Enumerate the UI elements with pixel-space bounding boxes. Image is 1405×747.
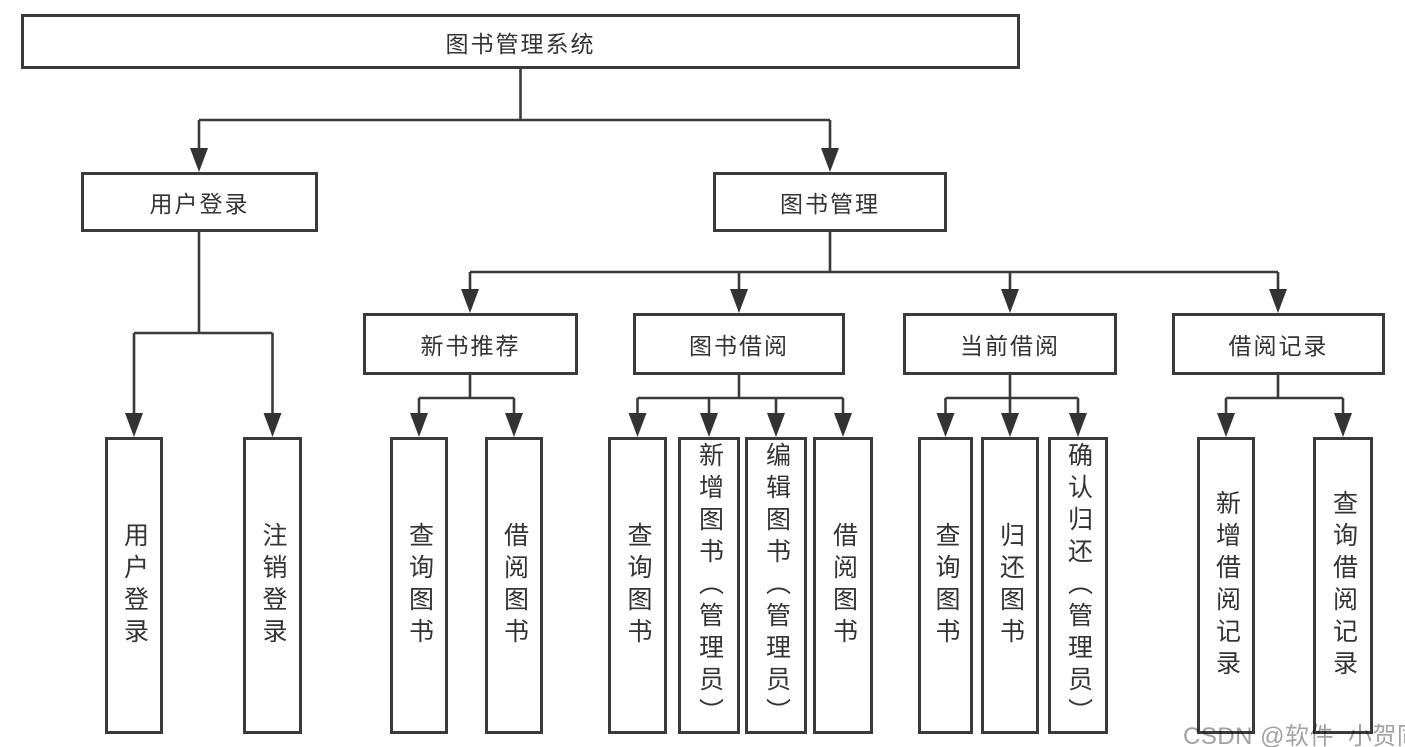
node-borrow-record: 借阅记录 bbox=[1172, 313, 1385, 375]
node-book-borrow: 图书借阅 bbox=[633, 313, 845, 375]
node-label: 编辑图书（管理员） bbox=[762, 441, 791, 730]
node-library-management-system: 图书管理系统 bbox=[21, 14, 1020, 69]
node-label: 借阅图书 bbox=[500, 521, 529, 650]
leaf-query-borrow-record: 查询借阅记录 bbox=[1313, 437, 1373, 734]
leaf-add-books-admin: 新增图书（管理员） bbox=[678, 437, 740, 734]
node-label: 查询图书 bbox=[405, 521, 434, 650]
leaf-query-books-newbook: 查询图书 bbox=[390, 437, 448, 734]
node-label: 确认归还（管理员） bbox=[1064, 441, 1093, 730]
leaf-logout: 注销登录 bbox=[243, 437, 302, 734]
node-label: 查询图书 bbox=[624, 521, 652, 650]
leaf-user-login: 用户登录 bbox=[105, 437, 163, 734]
leaf-return-books: 归还图书 bbox=[981, 437, 1039, 734]
node-label: 图书借阅 bbox=[689, 333, 789, 359]
node-current-borrow: 当前借阅 bbox=[903, 313, 1117, 375]
leaf-edit-books-admin: 编辑图书（管理员） bbox=[745, 437, 807, 734]
leaf-query-books-borrow: 查询图书 bbox=[608, 437, 667, 734]
leaf-borrow-books: 借阅图书 bbox=[813, 437, 873, 734]
node-label: 新增图书（管理员） bbox=[695, 441, 724, 730]
node-new-book-recommend: 新书推荐 bbox=[363, 313, 578, 375]
node-label: 当前借阅 bbox=[960, 333, 1060, 359]
node-user-login: 用户登录 bbox=[81, 172, 318, 232]
node-label: 新增借阅记录 bbox=[1212, 489, 1241, 682]
node-label: 用户登录 bbox=[149, 191, 250, 217]
node-label: 查询图书 bbox=[932, 521, 960, 650]
node-label: 借阅记录 bbox=[1228, 333, 1329, 359]
node-label: 用户登录 bbox=[120, 521, 149, 650]
leaf-borrow-books-newbook: 借阅图书 bbox=[485, 437, 543, 734]
leaf-add-borrow-record: 新增借阅记录 bbox=[1197, 437, 1255, 734]
csdn-watermark: CSDN @软件_小贺同学 bbox=[1183, 723, 1405, 747]
node-label: 注销登录 bbox=[259, 521, 287, 650]
node-label: 归还图书 bbox=[996, 521, 1025, 650]
node-book-management: 图书管理 bbox=[713, 172, 947, 232]
node-label: 查询借阅记录 bbox=[1329, 489, 1358, 682]
leaf-query-books-current: 查询图书 bbox=[918, 437, 973, 734]
node-label: 新书推荐 bbox=[420, 333, 521, 359]
node-label: 借阅图书 bbox=[829, 521, 858, 650]
leaf-confirm-return-admin: 确认归还（管理员） bbox=[1048, 437, 1108, 734]
node-label: 图书管理 bbox=[780, 191, 880, 217]
node-label: 图书管理系统 bbox=[445, 30, 596, 57]
